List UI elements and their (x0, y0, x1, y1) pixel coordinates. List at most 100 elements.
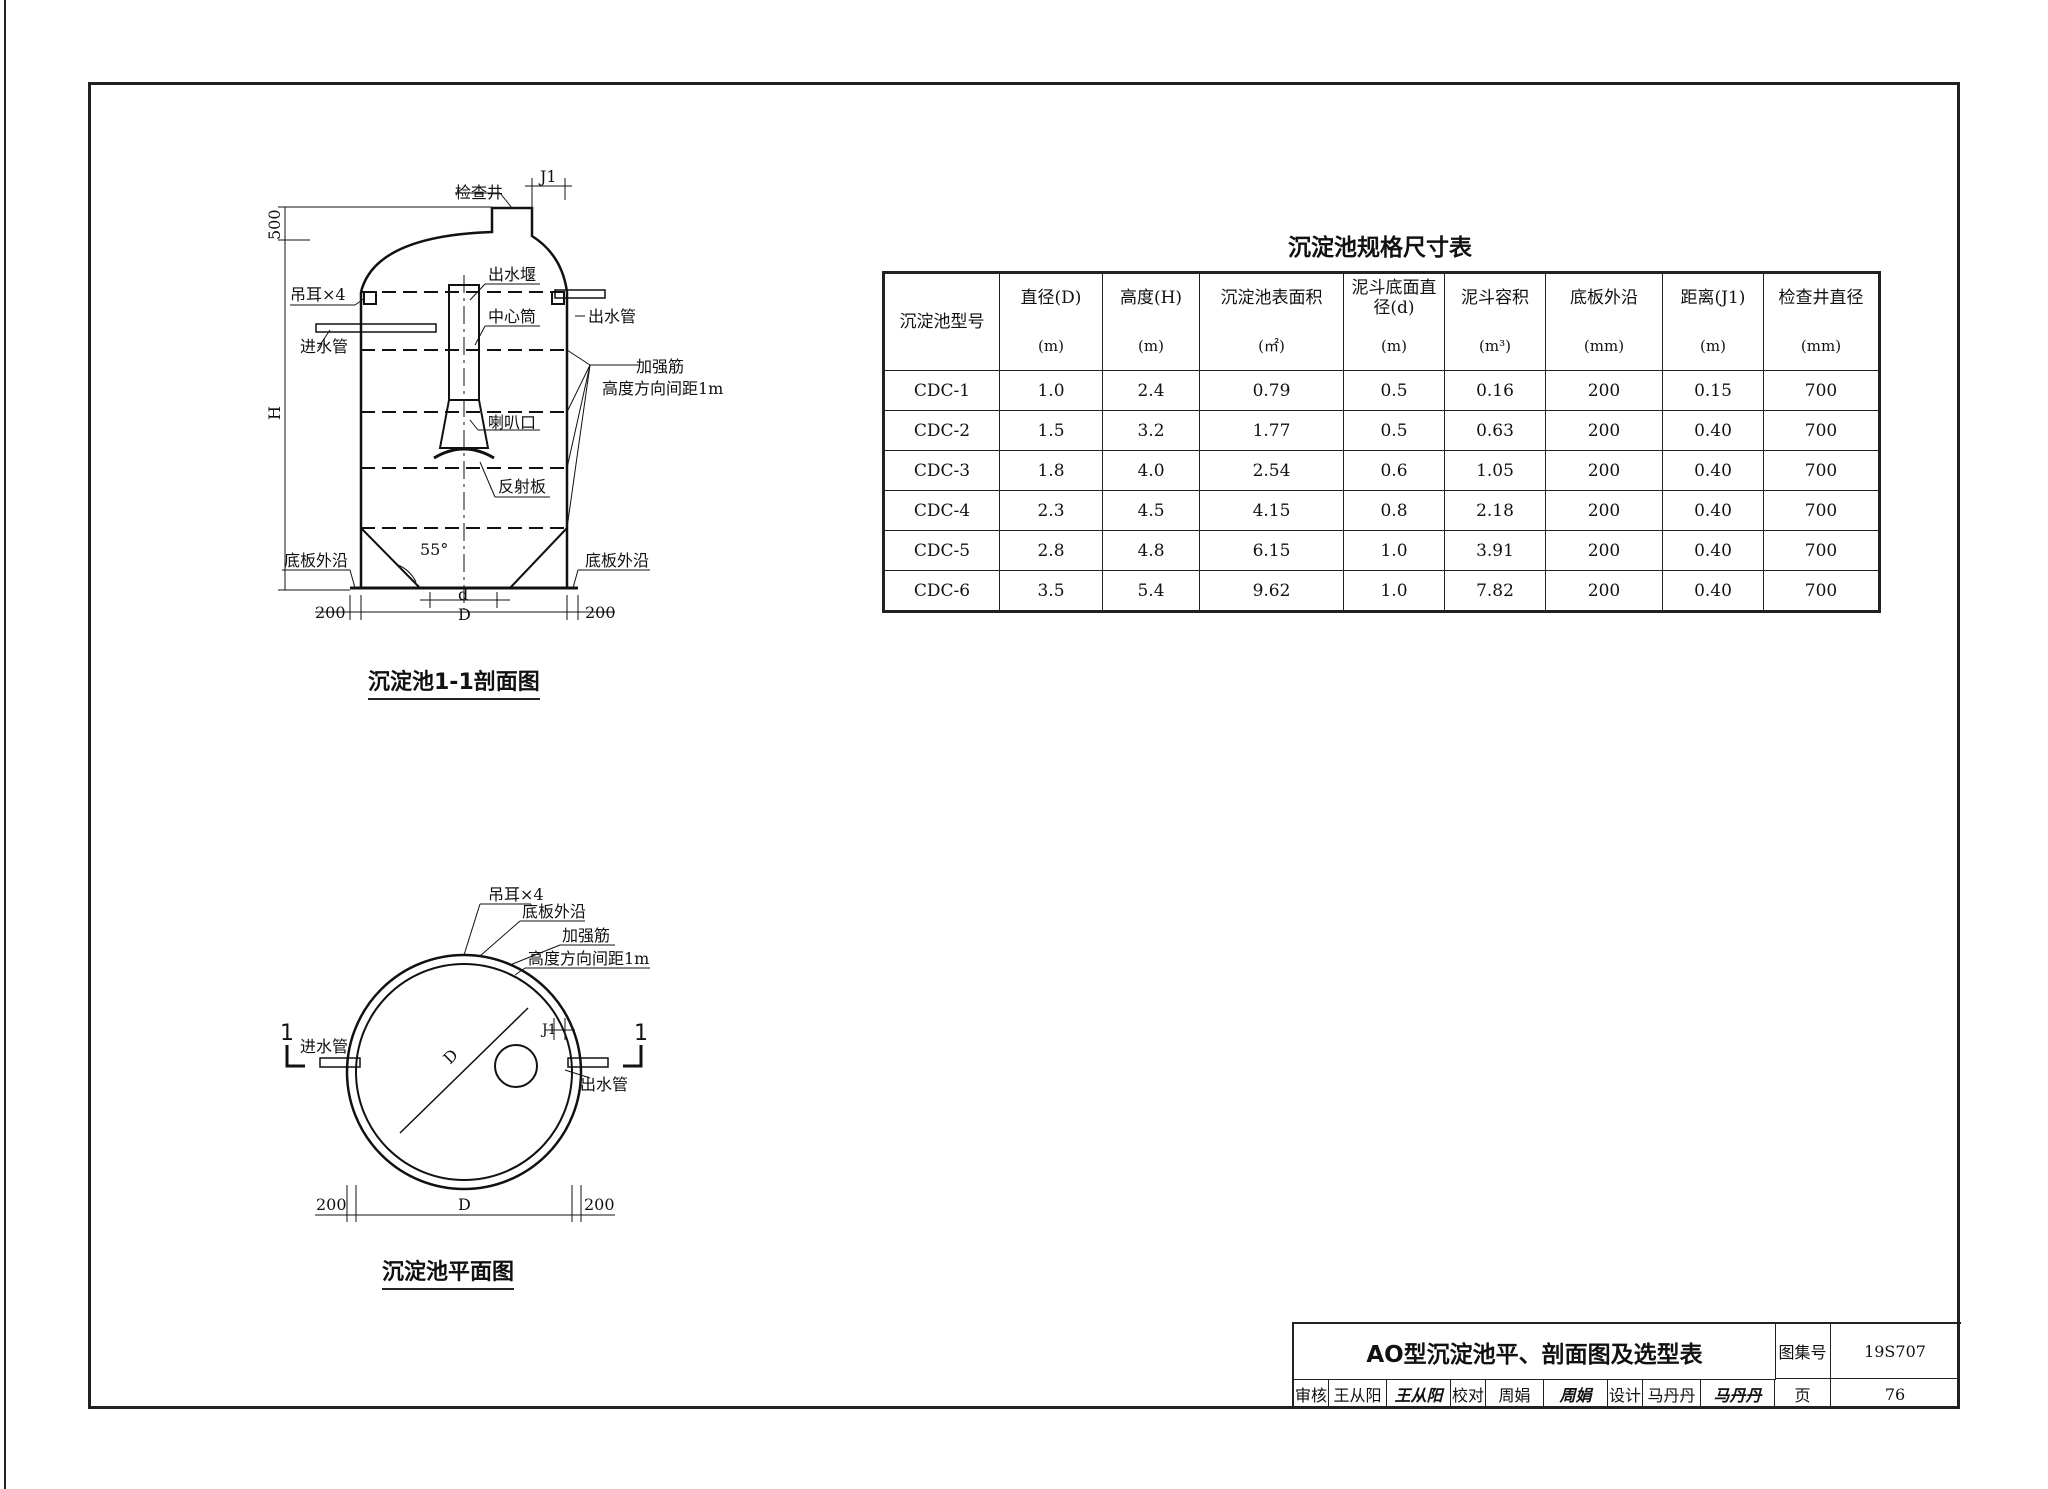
unit-base-edge: (mm) (1545, 322, 1663, 371)
checker-name: 周娟 (1486, 1379, 1544, 1409)
base-outer-circle (345, 953, 583, 1191)
plan-outlet-pipe (567, 1057, 609, 1068)
plan-label-j1: J1 (540, 1022, 557, 1038)
table-cell: 700 (1763, 530, 1880, 571)
label-h: H (265, 406, 284, 420)
table-cell: 1.0 (1343, 530, 1445, 571)
table-cell: 2.4 (1102, 370, 1200, 411)
table-cell: 4.5 (1102, 490, 1200, 531)
table-cell: 2.3 (999, 490, 1103, 531)
reviewer-signature: 王从阳 (1387, 1379, 1451, 1409)
table-cell: 200 (1545, 450, 1663, 491)
table-cell: 0.40 (1662, 530, 1764, 571)
table-cell: 700 (1763, 410, 1880, 451)
table-cell: 700 (1763, 450, 1880, 491)
page-number: 76 (1884, 1384, 1906, 1404)
table-cell: 1.77 (1199, 410, 1344, 451)
section-dimensions (278, 178, 615, 620)
label-angle: 55° (420, 540, 448, 559)
label-lifting-lug: 吊耳×4 (290, 285, 346, 304)
table-cell: 2.8 (999, 530, 1103, 571)
label-stiffener: 加强筋 (636, 357, 684, 376)
label-inspection-well: 检查井 (455, 183, 503, 202)
table-cell: 200 (1545, 490, 1663, 531)
label-bell-mouth: 喇叭口 (488, 413, 536, 432)
col-header-base-edge: 底板外沿 (1545, 272, 1663, 322)
section-leaders (282, 192, 650, 589)
label-center-tube: 中心筒 (488, 307, 536, 326)
tank-dome (359, 206, 569, 293)
title-block: AO型沉淀池平、剖面图及选型表 图集号 19S707 审核 王从阳 王从阳 校对… (1292, 1322, 1961, 1409)
table-cell: 700 (1763, 490, 1880, 531)
plan-view: 吊耳×4 底板外沿 加强筋 高度方向间距1m 1 1 进水管 出水管 J1 D … (280, 885, 650, 1222)
reflector-plate (433, 447, 495, 460)
table-cell: 0.40 (1662, 490, 1764, 531)
table-cell: 4.15 (1199, 490, 1344, 531)
plan-label-outlet-pipe: 出水管 (580, 1075, 628, 1094)
col-header-well-diameter: 检查井直径 (1763, 272, 1880, 322)
col-header-height: 高度(H) (1102, 272, 1200, 322)
table-cell: CDC-5 (883, 530, 1000, 571)
drawing-title: AO型沉淀池平、剖面图及选型表 (1294, 1324, 1776, 1380)
label-dim-200-left: 200 (315, 603, 346, 622)
atlas-label: 图集号 (1775, 1324, 1831, 1379)
col-header-diameter: 直径(D) (999, 272, 1103, 322)
plan-label-base-edge: 底板外沿 (522, 902, 586, 921)
unit-surface-area: (㎡) (1199, 322, 1344, 371)
page-label: 页 (1775, 1379, 1831, 1409)
table-cell: 0.40 (1662, 450, 1764, 491)
plan-label-inlet-pipe: 进水管 (300, 1037, 348, 1056)
unit-hopper-volume: (m³) (1444, 322, 1546, 371)
designer-name: 马丹丹 (1643, 1379, 1701, 1409)
frame-bottom (88, 1406, 1960, 1409)
table-cell: 7.82 (1444, 570, 1546, 612)
table-cell: 700 (1763, 370, 1880, 411)
table-cell: 1.0 (999, 370, 1103, 411)
table-cell: 3.91 (1444, 530, 1546, 571)
hopper-right (509, 527, 568, 589)
plan-label-dim-200-left: 200 (316, 1195, 347, 1214)
diameter-line (399, 1007, 529, 1134)
tank-inner-circle (355, 963, 573, 1181)
table-cell: CDC-1 (883, 370, 1000, 411)
inspection-well-circle (494, 1044, 538, 1088)
table-cell: 2.54 (1199, 450, 1344, 491)
label-reflector: 反射板 (498, 477, 546, 496)
sheet-edge-left (4, 0, 6, 1489)
plan-leaders (315, 903, 650, 1222)
table-cell: 4.8 (1102, 530, 1200, 571)
plan-label-stiffener: 加强筋 (562, 926, 610, 945)
unit-hopper-diameter: (m) (1343, 322, 1445, 371)
col-header-type: 沉淀池型号 (883, 272, 1000, 371)
table-cell: 0.5 (1343, 410, 1445, 451)
table-cell: 700 (1763, 570, 1880, 612)
label-stiffener-spacing: 高度方向间距1m (602, 379, 723, 398)
table-cell: 0.5 (1343, 370, 1445, 411)
table-cell: 200 (1545, 530, 1663, 571)
design-label: 设计 (1608, 1379, 1643, 1409)
spec-table: 沉淀池型号 直径(D) 高度(H) 沉淀池表面积 泥斗底面直径(d) 泥斗容积 … (882, 271, 1881, 613)
table-cell: 0.40 (1662, 410, 1764, 451)
unit-well-diameter: (mm) (1763, 322, 1880, 371)
lug-left (363, 291, 377, 305)
unit-height: (m) (1102, 322, 1200, 371)
label-dim-200-right: 200 (585, 603, 616, 622)
plan-label-dim-200-right: 200 (584, 1195, 615, 1214)
label-dim-500: 500 (265, 209, 284, 240)
table-cell: 0.8 (1343, 490, 1445, 531)
table-cell: 1.0 (1343, 570, 1445, 612)
col-header-hopper-volume: 泥斗容积 (1444, 272, 1546, 322)
checker-signature: 周娟 (1544, 1379, 1608, 1409)
label-outlet-pipe: 出水管 (588, 307, 636, 326)
check-label: 校对 (1451, 1379, 1486, 1409)
table-cell: CDC-2 (883, 410, 1000, 451)
plan-label-section-right: 1 (634, 1021, 648, 1046)
review-label: 审核 (1294, 1379, 1329, 1409)
label-base-edge-left: 底板外沿 (284, 551, 348, 570)
label-outlet-weir: 出水堰 (488, 265, 536, 284)
plan-label-dim-D: D (458, 1195, 471, 1214)
